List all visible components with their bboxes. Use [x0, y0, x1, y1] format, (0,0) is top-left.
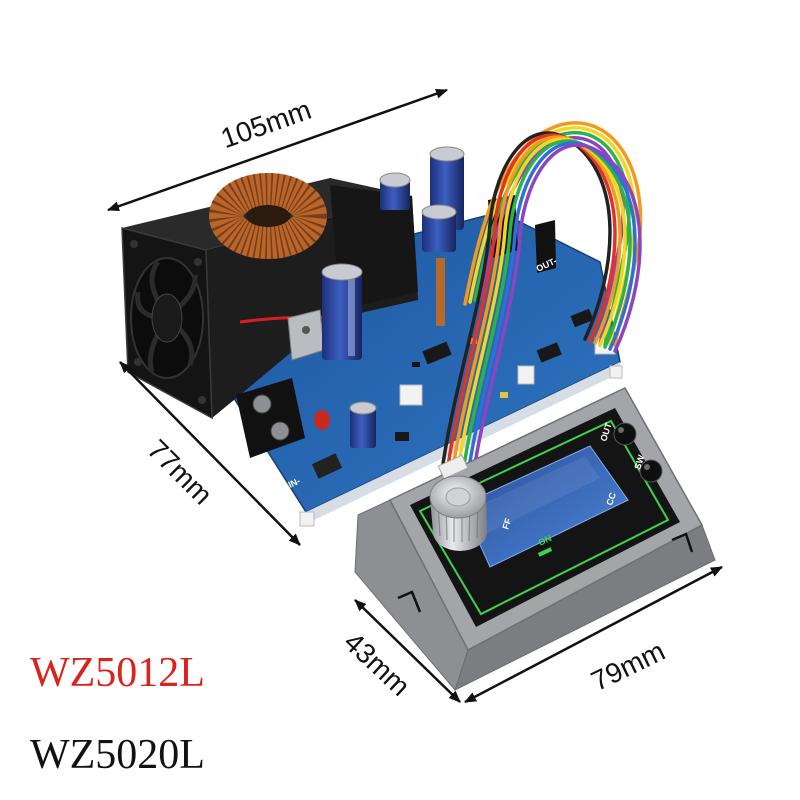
jst-connector: [517, 365, 535, 385]
wire: [473, 131, 631, 347]
button-out-highlight: [618, 427, 624, 433]
capacitor-top: [379, 172, 411, 188]
fan-blades: [135, 260, 198, 373]
toroid-inductor: [209, 173, 327, 259]
terminal-screw: [252, 394, 272, 414]
capacitor-top: [349, 401, 377, 415]
fan-screw-hole: [194, 258, 202, 266]
fan-hub: [151, 293, 183, 343]
fan-screw-hole: [134, 358, 142, 366]
capacitor-body: [322, 272, 362, 360]
capacitor-stripe: [348, 278, 355, 356]
button-out: [613, 422, 637, 446]
main-capacitor: [321, 263, 363, 360]
capacitor-top: [429, 146, 465, 162]
panel-width-dimension-label: 79mm: [586, 635, 670, 697]
label-cc: CC: [604, 491, 618, 507]
button-sw: [639, 459, 663, 483]
wire: [446, 133, 617, 468]
capacitor-top: [321, 263, 363, 281]
output-component: [535, 220, 556, 273]
panel-depth-dimension-label: 43mm: [338, 626, 416, 702]
wire-loop-front: [441, 131, 642, 478]
knob-center: [445, 487, 471, 507]
ic-chip: [395, 432, 409, 441]
rotary-knob: [429, 475, 487, 551]
wire-bundle: [441, 121, 643, 478]
button-sw-highlight: [644, 464, 650, 470]
lcd-screen: [461, 445, 629, 568]
smd-part: [500, 392, 508, 398]
wire: [441, 131, 612, 466]
ic-chip: [536, 342, 562, 363]
board-depth-dimension-label: 77mm: [142, 434, 219, 511]
red-capacitor: [314, 410, 330, 430]
wire: [478, 136, 625, 347]
capacitor-back-left: [379, 172, 411, 210]
terminal-screw: [270, 421, 290, 441]
wire: [451, 135, 622, 470]
panel-depth-dimension-line: [354, 599, 461, 703]
power-switch: [311, 453, 343, 479]
toroid-core: [246, 205, 290, 227]
label-off: FF: [500, 517, 513, 531]
ic-chip: [570, 308, 594, 328]
length-dimension-line: [107, 88, 448, 212]
model-name-primary: WZ5012L: [30, 650, 205, 696]
wire: [471, 143, 642, 478]
mosfet-hole: [302, 326, 310, 334]
mount-clip-mark: [671, 532, 694, 553]
toroid-windings: [209, 173, 327, 259]
board-depth-dimension-line: [119, 361, 301, 546]
smd-part: [468, 338, 477, 344]
copper-shunt: [436, 258, 445, 326]
label-sw: SW: [632, 453, 646, 470]
capacitor-top: [421, 204, 457, 220]
knob-ridges: [437, 502, 479, 542]
wire: [466, 141, 637, 476]
capacitor-small-front: [349, 401, 377, 448]
capacitor-back-front: [421, 204, 457, 252]
button-out-cap: [613, 422, 637, 446]
smd-part: [412, 362, 420, 367]
panel-green-frame: [418, 419, 670, 616]
fan-screw-hole: [130, 240, 138, 248]
length-dimension-label: 105mm: [217, 94, 315, 154]
panel-width-dimension-line: [464, 565, 723, 704]
fan-screw-hole: [198, 396, 206, 404]
standoff-left: [299, 511, 315, 527]
wire-entry-connector: [437, 454, 469, 480]
standoff-right: [609, 365, 623, 379]
ic-chip: [422, 341, 452, 365]
capacitor-body: [350, 408, 376, 448]
indicator-on: [537, 547, 553, 557]
wire: [456, 137, 627, 472]
cooling-fan: [121, 227, 213, 420]
model-name-secondary: WZ5020L: [30, 732, 205, 778]
lcd-glare: [470, 456, 600, 536]
wire: [461, 139, 632, 474]
jst-connector: [399, 384, 423, 406]
capacitor-body: [422, 212, 456, 252]
